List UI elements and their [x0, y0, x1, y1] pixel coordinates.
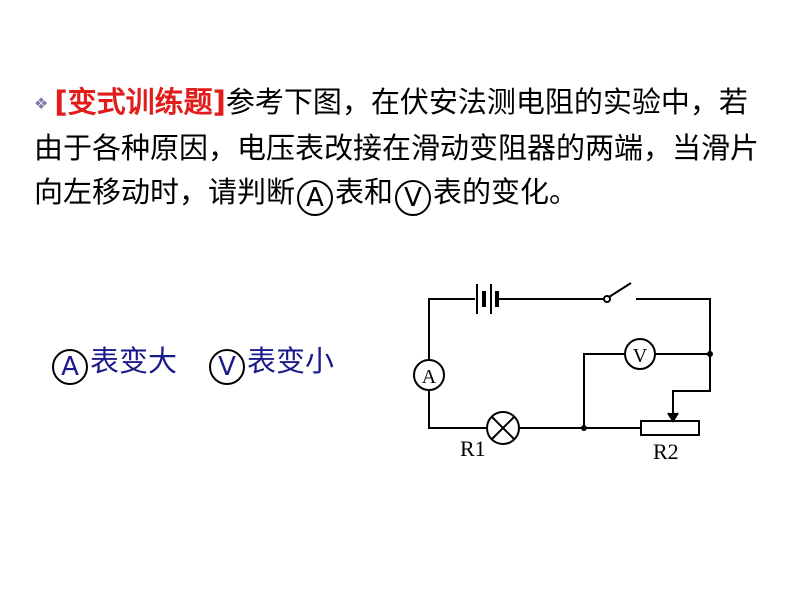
wires	[428, 298, 711, 429]
question-body: 参考下图，在伏安法测电阻的实验中，若由于各种原因，电压表改接在滑动变阻器的两端，…	[34, 85, 760, 209]
voltmeter-result: 表变小	[247, 344, 335, 378]
r2-label: R2	[653, 439, 679, 464]
voltmeter-symbol: V	[209, 349, 246, 385]
voltmeter-icon	[624, 338, 656, 370]
slider-arrow-icon	[667, 412, 679, 423]
battery-icon	[476, 284, 499, 314]
lamp-icon	[486, 411, 520, 445]
junction-dot	[581, 425, 587, 431]
ammeter-symbol: A	[297, 180, 334, 216]
switch-icon	[603, 282, 632, 303]
ammeter-label: A	[422, 366, 437, 388]
question-body-2: 表和	[335, 175, 394, 209]
ammeter-icon	[413, 359, 445, 391]
ammeter-symbol: A	[52, 349, 88, 385]
ammeter-result: 表变大	[90, 344, 178, 378]
voltmeter-symbol: V	[395, 180, 432, 216]
rheostat-icon	[640, 420, 700, 436]
diamond-bullet-icon: ❖	[34, 94, 49, 113]
question-body-3: 表的变化。	[433, 175, 579, 209]
question-tag: [变式训练题]	[54, 85, 226, 119]
question-text: ❖ [变式训练题]参考下图，在伏安法测电阻的实验中，若由于各种原因，电压表改接在滑…	[34, 80, 774, 216]
voltmeter-label: V	[633, 345, 648, 367]
r1-label: R1	[460, 436, 486, 461]
junction-dot	[707, 351, 713, 357]
